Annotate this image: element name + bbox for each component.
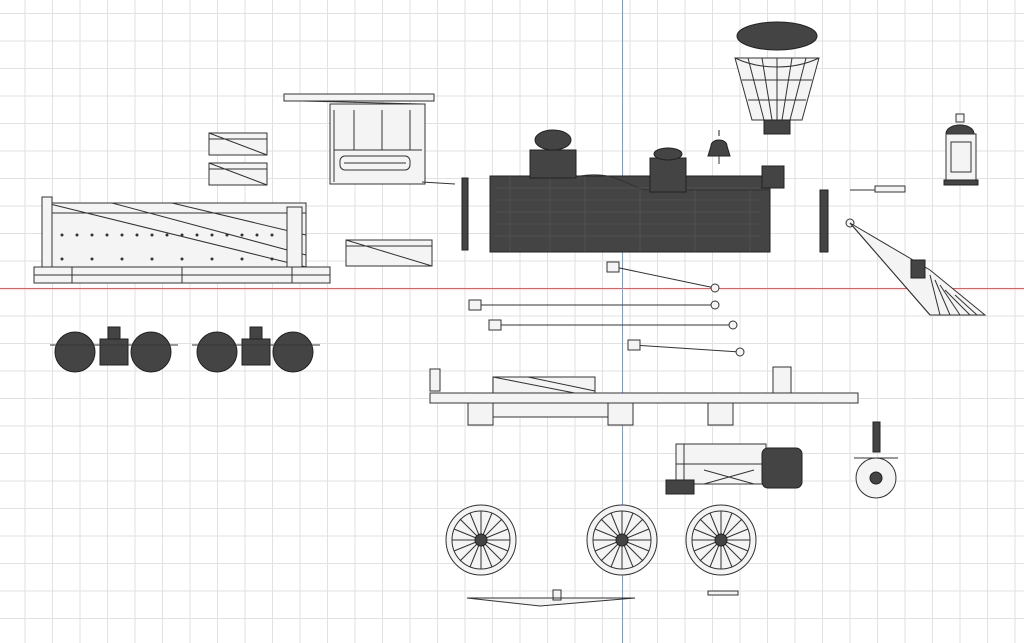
- cab-floor-plate-part[interactable]: [345, 238, 435, 268]
- tender-body-part[interactable]: [32, 195, 337, 290]
- side-rods-part[interactable]: [465, 260, 750, 360]
- y-axis-line: [622, 0, 623, 643]
- tender-box-parts[interactable]: [208, 130, 270, 188]
- x-axis-line: [0, 288, 1024, 289]
- pilot-truck-assembly-part[interactable]: [664, 440, 809, 500]
- headlamp-part[interactable]: [940, 112, 985, 187]
- boiler-part[interactable]: [460, 128, 832, 258]
- equalizer-bar-part[interactable]: [465, 588, 740, 608]
- frame-part[interactable]: [428, 365, 860, 427]
- cab-part[interactable]: [282, 92, 457, 187]
- cowcatcher-part[interactable]: [845, 180, 990, 325]
- drive-wheel-3-part[interactable]: [684, 503, 759, 578]
- smokestack-part[interactable]: [730, 20, 825, 140]
- truck-right-part[interactable]: [190, 325, 325, 375]
- drive-wheel-2-part[interactable]: [585, 503, 660, 578]
- front-truck-wheel-part[interactable]: [852, 420, 902, 502]
- truck-left-part[interactable]: [48, 325, 183, 375]
- bell-part[interactable]: [706, 128, 732, 166]
- drive-wheel-1-part[interactable]: [444, 503, 519, 578]
